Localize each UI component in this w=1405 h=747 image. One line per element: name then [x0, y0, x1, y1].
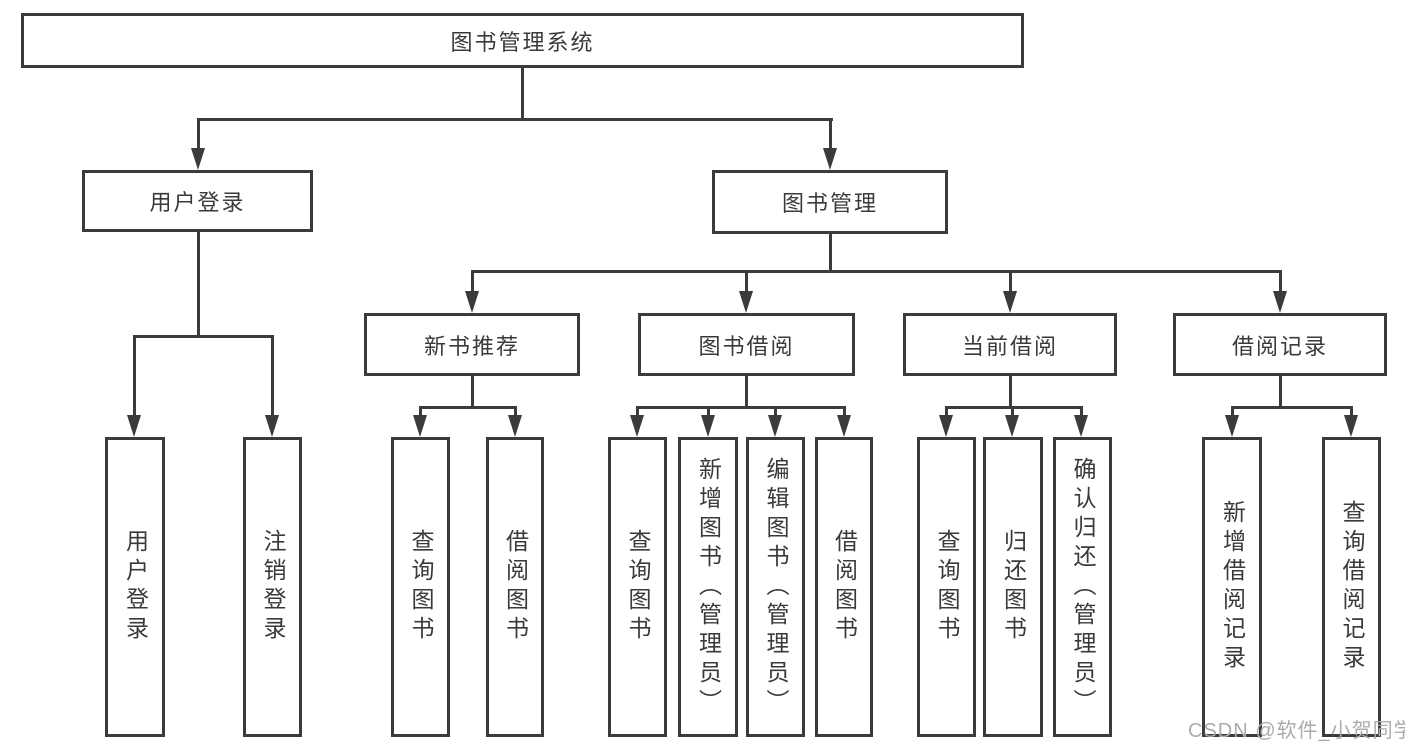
arrow-down-icon [265, 415, 279, 437]
arrow-down-icon [823, 148, 837, 170]
connector-line-vertical [829, 118, 832, 150]
arrow-down-icon [191, 148, 205, 170]
node-user-login: 用户登录 [82, 170, 313, 232]
connector-line-horizontal [419, 406, 516, 409]
leaf-query-books-borrowing: 查询图书 [608, 437, 667, 737]
watermark: CSDN @软件_小贺同学 [1188, 720, 1405, 742]
connector-line-vertical [1009, 376, 1012, 408]
connector-line-vertical [197, 118, 200, 150]
arrow-down-icon [1273, 291, 1287, 313]
leaf-edit-books-admin: 编辑图书（管理员） [746, 437, 805, 737]
node-book-borrowing: 图书借阅 [638, 313, 855, 376]
arrow-down-icon [939, 415, 953, 437]
connector-line-vertical [1350, 406, 1353, 418]
leaf-borrow-books-borrowing: 借阅图书 [815, 437, 873, 737]
leaf-query-borrow-record: 查询借阅记录 [1322, 437, 1381, 737]
connector-line-vertical [1231, 406, 1234, 418]
leaf-add-books-admin: 新增图书（管理员） [678, 437, 738, 737]
connector-line-vertical [829, 234, 832, 272]
connector-line-vertical [774, 406, 777, 418]
arrow-down-icon [1225, 415, 1239, 437]
connector-line-vertical [1279, 270, 1282, 293]
connector-line-vertical [419, 406, 422, 418]
connector-line-vertical [745, 376, 748, 408]
connector-line-vertical [271, 335, 274, 417]
connector-line-vertical [471, 270, 474, 293]
connector-line-vertical [521, 68, 524, 118]
connector-line-vertical [1009, 270, 1012, 293]
arrow-down-icon [1344, 415, 1358, 437]
node-book-management: 图书管理 [712, 170, 948, 234]
connector-line-vertical [471, 376, 474, 408]
connector-line-vertical [945, 406, 948, 418]
leaf-return-books: 归还图书 [983, 437, 1043, 737]
connector-line-horizontal [471, 270, 1282, 273]
node-new-book-recommend: 新书推荐 [364, 313, 580, 376]
arrow-down-icon [701, 415, 715, 437]
leaf-user-login: 用户登录 [105, 437, 165, 737]
node-borrowing-records: 借阅记录 [1173, 313, 1387, 376]
leaf-borrow-books-recommend: 借阅图书 [486, 437, 544, 737]
arrow-down-icon [413, 415, 427, 437]
connector-line-vertical [1011, 406, 1014, 418]
arrow-down-icon [127, 415, 141, 437]
arrow-down-icon [739, 291, 753, 313]
connector-line-vertical [1279, 376, 1282, 408]
node-current-borrowing: 当前借阅 [903, 313, 1117, 376]
connector-line-vertical [843, 406, 846, 418]
arrow-down-icon [837, 415, 851, 437]
leaf-logout-login: 注销登录 [243, 437, 302, 737]
connector-line-horizontal [1231, 406, 1353, 409]
arrow-down-icon [1005, 415, 1019, 437]
connector-line-vertical [636, 406, 639, 418]
leaf-confirm-return-admin: 确认归还（管理员） [1053, 437, 1112, 737]
connector-line-vertical [745, 270, 748, 293]
connector-line-vertical [197, 232, 200, 337]
connector-line-vertical [1080, 406, 1083, 418]
connector-line-vertical [514, 406, 517, 418]
arrow-down-icon [1003, 291, 1017, 313]
connector-line-horizontal [133, 335, 274, 338]
connector-line-horizontal [636, 406, 846, 409]
leaf-query-books-current: 查询图书 [917, 437, 976, 737]
connector-line-vertical [133, 335, 136, 417]
leaf-add-borrow-record: 新增借阅记录 [1202, 437, 1262, 737]
connector-line-vertical [707, 406, 710, 418]
arrow-down-icon [768, 415, 782, 437]
arrow-down-icon [1074, 415, 1088, 437]
arrow-down-icon [508, 415, 522, 437]
node-library-management-system: 图书管理系统 [21, 13, 1024, 68]
leaf-query-books-recommend: 查询图书 [391, 437, 450, 737]
connector-line-horizontal [197, 118, 833, 121]
arrow-down-icon [465, 291, 479, 313]
connector-line-horizontal [945, 406, 1083, 409]
arrow-down-icon [630, 415, 644, 437]
